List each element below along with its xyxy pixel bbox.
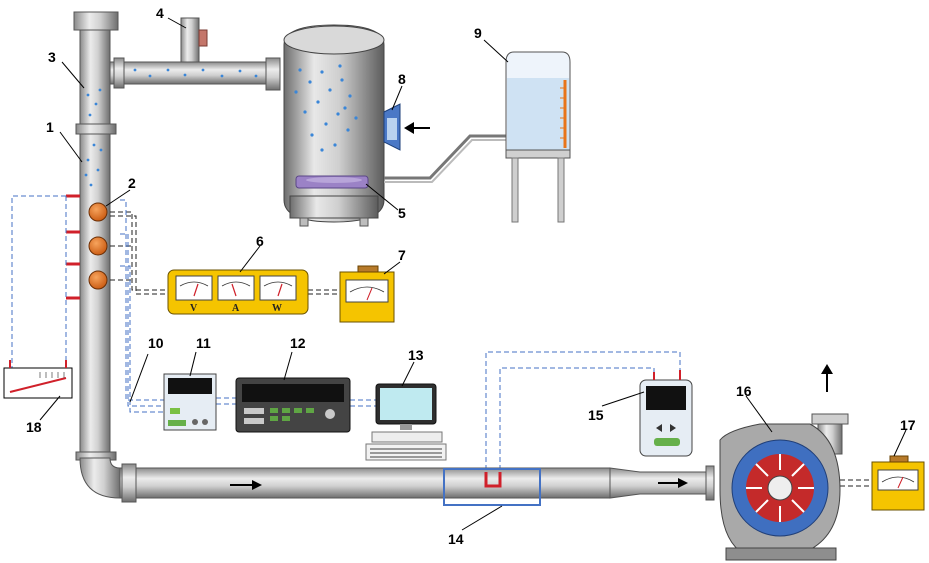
water-reservoir xyxy=(505,51,571,223)
arrow-into-window xyxy=(404,122,430,134)
measuring-section xyxy=(443,468,541,506)
data-recorder xyxy=(235,377,351,433)
leader-lines xyxy=(39,17,907,531)
heater-elements xyxy=(88,202,108,290)
thermocouple-stubs xyxy=(66,194,80,300)
label-6: 6 xyxy=(256,233,264,249)
dashed-wiring xyxy=(11,195,872,487)
label-1: 1 xyxy=(46,119,54,135)
flow-arrow-1 xyxy=(230,480,262,490)
label-4: 4 xyxy=(156,5,164,21)
separator-tank xyxy=(283,24,385,223)
voltage-regulator xyxy=(339,265,395,323)
meter-label-v: V xyxy=(190,303,198,314)
label-8: 8 xyxy=(398,71,406,87)
pump-meter xyxy=(871,455,925,511)
top-pipe-bubbles xyxy=(133,68,258,78)
label-17: 17 xyxy=(900,417,916,433)
riser-bubbles xyxy=(84,88,103,187)
feed-line xyxy=(384,134,506,183)
flow-arrow-2 xyxy=(658,478,688,488)
label-5: 5 xyxy=(398,205,406,221)
label-12: 12 xyxy=(290,335,306,351)
meter-label-w: W xyxy=(272,303,282,314)
label-14: 14 xyxy=(448,531,464,547)
sight-window xyxy=(383,103,401,151)
data-acquisition-unit xyxy=(163,373,217,431)
label-13: 13 xyxy=(408,347,424,363)
number-labels: 1 2 3 4 5 6 7 8 9 10 11 12 13 14 15 16 1… xyxy=(26,5,916,547)
label-11: 11 xyxy=(196,335,211,351)
label-9: 9 xyxy=(474,25,482,41)
exhaust-arrow xyxy=(821,364,833,392)
tank-bubbles xyxy=(294,64,358,152)
differential-gauge xyxy=(3,360,73,399)
label-18: 18 xyxy=(26,419,42,435)
label-15: 15 xyxy=(588,407,604,423)
top-horizontal-pipe xyxy=(109,17,281,91)
power-meter: V A W xyxy=(167,269,309,315)
computer xyxy=(365,383,447,461)
vacuum-pump xyxy=(719,413,849,561)
probe-meter xyxy=(639,370,693,457)
label-10: 10 xyxy=(148,335,164,351)
tank-legs xyxy=(299,217,369,227)
meter-label-a: A xyxy=(232,303,240,314)
bottom-horizontal-pipe xyxy=(119,463,715,503)
label-2: 2 xyxy=(128,175,136,191)
meter-dials xyxy=(175,275,297,301)
label-16: 16 xyxy=(736,383,752,399)
label-7: 7 xyxy=(398,247,406,263)
label-3: 3 xyxy=(48,49,56,65)
